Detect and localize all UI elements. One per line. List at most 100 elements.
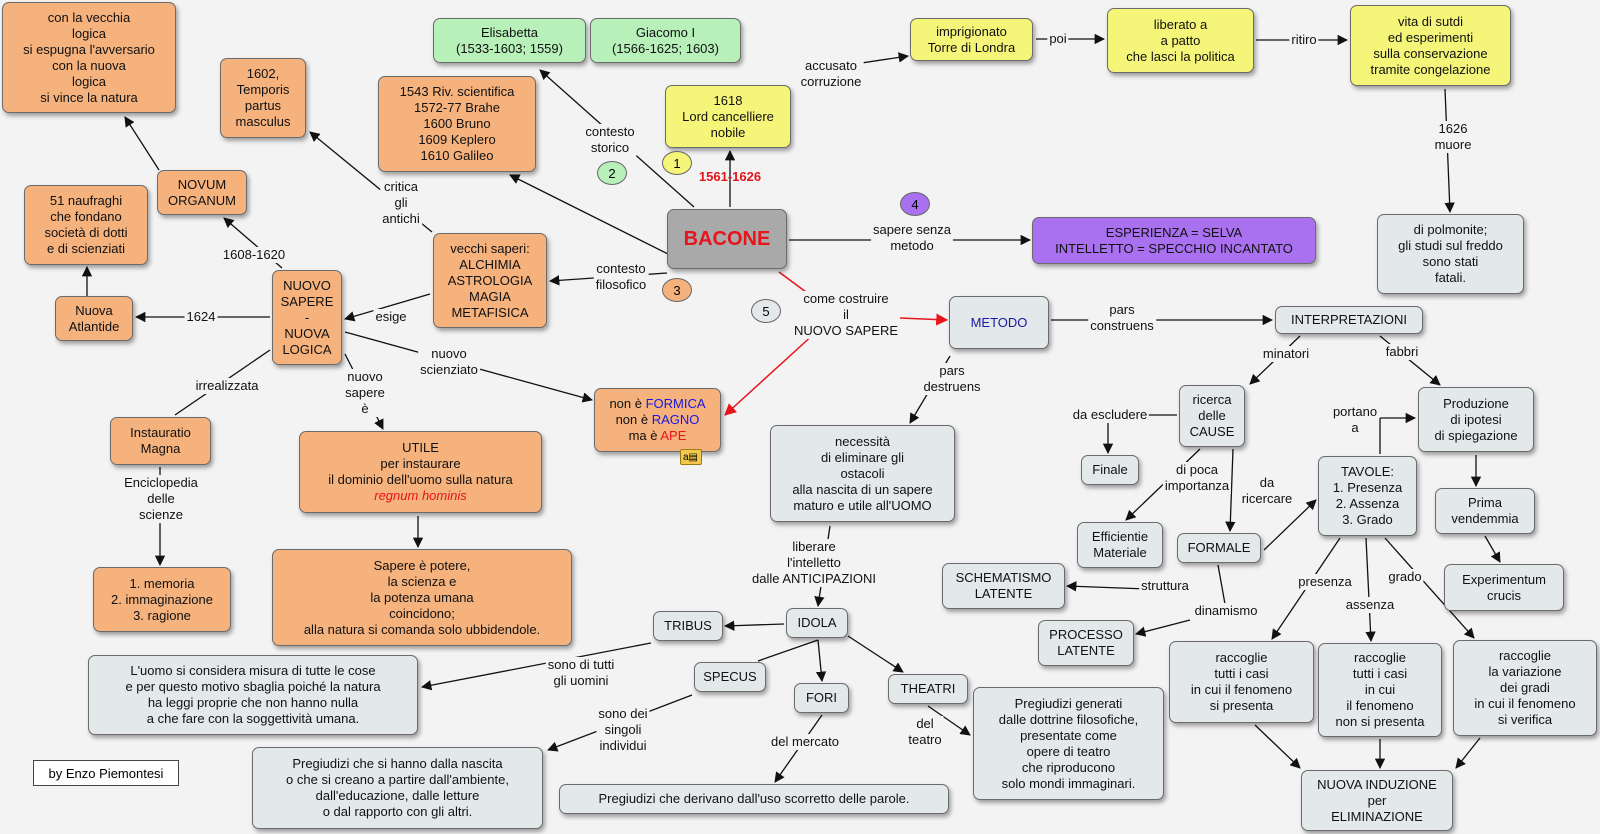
node-vecchia-logica[interactable]: con la vecchia logica si espugna l'avver… <box>2 2 176 113</box>
label-assenza: assenza <box>1343 597 1397 613</box>
label-di-poca-importanza: di poca importanza <box>1162 462 1232 494</box>
author-credit: by Enzo Piemontesi <box>33 760 179 786</box>
node-interpretazioni[interactable]: INTERPRETAZIONI <box>1275 306 1423 334</box>
node-fori[interactable]: FORI <box>794 683 849 713</box>
label-sono-tutti: sono di tutti gli uomini <box>545 657 617 689</box>
label-muore: 1626 muore <box>1432 121 1474 153</box>
label-struttura: struttura <box>1139 578 1191 594</box>
label-critica: critica gli antichi <box>380 179 422 227</box>
label-pars-destruens: pars destruens <box>921 363 983 395</box>
node-grado-casi[interactable]: raccoglie la variazione dei gradi in cui… <box>1453 640 1597 736</box>
label-esige: esige <box>373 309 409 325</box>
arrow-idola-theatri <box>847 635 904 673</box>
arrow-dinamismo-processo <box>1134 619 1191 637</box>
node-temporis-partus[interactable]: 1602, Temporis partus masculus <box>220 58 306 138</box>
node-pregiudizi-dottrine[interactable]: Pregiudizi generati dalle dottrine filos… <box>973 687 1164 800</box>
node-schematismo-latente[interactable]: SCHEMATISMO LATENTE <box>942 563 1065 609</box>
node-processo-latente[interactable]: PROCESSO LATENTE <box>1038 620 1134 666</box>
regnum-hominis-text: regnum hominis <box>374 488 467 503</box>
node-tavole[interactable]: TAVOLE: 1. Presenza 2. Assenza 3. Grado <box>1318 456 1417 536</box>
node-vecchi-saperi[interactable]: vecchi saperi: ALCHIMIA ASTROLOGIA MAGIA… <box>433 233 547 328</box>
node-uomo-misura[interactable]: L'uomo si considera misura di tutte le c… <box>88 655 418 735</box>
label-sapere-senza-metodo: sapere senza metodo <box>870 222 954 254</box>
node-nuova-atlantide[interactable]: Nuova Atlantide <box>55 296 133 341</box>
label-liberare: liberare l'intelletto dalle ANTICIPAZION… <box>749 539 879 587</box>
label-presenza: presenza <box>1296 574 1354 590</box>
node-giacomo-i[interactable]: Giacomo I (1566-1625; 1603) <box>590 18 741 63</box>
node-metodo[interactable]: METODO <box>949 296 1049 349</box>
node-sapere-potere[interactable]: Sapere è potere, la scienza e la potenza… <box>272 549 572 646</box>
arrow-presenza-induzione <box>1254 724 1301 769</box>
arrow-formale-tavole <box>1263 499 1317 551</box>
node-liberato[interactable]: liberato a a patto che lasci la politica <box>1107 8 1254 73</box>
node-efficiente-materiale[interactable]: Efficientie Materiale <box>1077 522 1163 568</box>
arrow-novum-logica <box>124 116 160 171</box>
label-anno-atlantide: 1624 <box>184 309 218 325</box>
node-imprigionato[interactable]: imprigionato Torre di Londra <box>910 18 1033 61</box>
label-dinamismo: dinamismo <box>1192 603 1260 619</box>
node-ricerca-cause[interactable]: ricerca delle CAUSE <box>1179 385 1245 447</box>
badge-2: 2 <box>597 161 627 185</box>
node-produzione-ipotesi[interactable]: Produzione di ipotesi di spiegazione <box>1418 387 1534 452</box>
label-grado: grado <box>1386 569 1424 585</box>
arrow-idola-tribus <box>723 620 785 631</box>
line-dinamismo <box>1217 564 1226 605</box>
node-pregiudizi-parole[interactable]: Pregiudizi che derivano dall'uso scorret… <box>559 784 949 814</box>
node-presenza-casi[interactable]: raccoglie tutti i casi in cui il fenomen… <box>1169 641 1314 723</box>
label-poi: poi <box>1047 31 1069 47</box>
label-del-mercato: del mercato <box>769 734 841 750</box>
node-idola[interactable]: IDOLA <box>786 608 848 638</box>
node-tribus[interactable]: TRIBUS <box>653 611 723 641</box>
arrow-red-come-metodo <box>899 313 949 326</box>
node-elisabetta[interactable]: Elisabetta (1533-1603; 1559) <box>433 18 586 63</box>
node-necessita[interactable]: necessità di eliminare gli ostacoli alla… <box>770 425 955 522</box>
node-pregiudizi-nascita[interactable]: Pregiudizi che si hanno dalla nascita o … <box>252 747 543 829</box>
node-rivoluzione-scientifica[interactable]: 1543 Riv. scientifica 1572-77 Brahe 1600… <box>378 76 536 172</box>
arrow-red-come-ape <box>724 332 816 416</box>
label-minatori: minatori <box>1260 346 1312 362</box>
node-naufraghi[interactable]: 51 naufraghi che fondano società di dott… <box>24 185 148 265</box>
badge-4: 4 <box>900 192 930 216</box>
node-polmonite[interactable]: di polmonite; gli studi sul freddo sono … <box>1377 214 1524 294</box>
label-nuovo-sapere-e: nuovo sapere è <box>343 369 387 417</box>
node-finale[interactable]: Finale <box>1081 455 1139 485</box>
node-memoria-ragione[interactable]: 1. memoria 2. immaginazione 3. ragione <box>93 567 231 632</box>
label-nuovo-scienziato: nuovo scienziato <box>418 346 480 378</box>
node-utile[interactable]: UTILE per instaurare il dominio dell'uom… <box>299 431 542 513</box>
badge-1: 1 <box>662 151 692 175</box>
node-ape[interactable]: non è FORMICA non è RAGNO ma è APE <box>594 388 721 452</box>
node-formale[interactable]: FORMALE <box>1177 533 1261 563</box>
label-anni-organum: 1608-1620 <box>220 247 288 263</box>
arrow-vendemmia-crucis <box>1484 535 1501 563</box>
node-vita-studi[interactable]: vita di sutdi ed esperimenti sulla conse… <box>1350 5 1511 86</box>
label-pars-construens: pars construens <box>1088 302 1156 334</box>
node-instauratio-magna[interactable]: Instauratio Magna <box>110 417 211 465</box>
label-da-escludere: da escludere <box>1070 407 1150 423</box>
ape-line-ragno: non è RAGNO <box>615 412 700 427</box>
label-contesto-filosofico: contesto filosofico <box>593 261 649 293</box>
node-assenza-casi[interactable]: raccoglie tutti i casi in cui il fenomen… <box>1318 643 1442 737</box>
label-enciclopedia: Enciclopedia delle scienze <box>122 475 200 523</box>
node-prima-vendemmia[interactable]: Prima vendemmia <box>1435 488 1535 534</box>
line-idola-specus <box>757 639 819 662</box>
arrow-esige-nuovo <box>344 293 431 322</box>
node-bacone[interactable]: BACONE <box>667 209 787 269</box>
arrow-grado-casi <box>1384 537 1475 639</box>
arrow-filosofico-riv <box>509 174 691 266</box>
badge-3: 3 <box>662 278 692 302</box>
node-nuovo-sapere[interactable]: NUOVO SAPERE - NUOVA LOGICA <box>272 270 342 365</box>
node-theatri[interactable]: THEATRI <box>888 674 968 704</box>
node-esperienza-selva[interactable]: ESPERIENZA = SELVA INTELLETTO = SPECCHIO… <box>1032 217 1316 264</box>
node-novum-organum[interactable]: NOVUM ORGANUM <box>157 170 247 215</box>
label-contesto-storico: contesto storico <box>583 124 637 156</box>
ape-line-ape: ma è APE <box>628 428 687 443</box>
node-nuova-induzione[interactable]: NUOVA INDUZIONE per ELIMINAZIONE <box>1301 770 1453 831</box>
line-red-bacone-come <box>778 271 807 293</box>
arrow-theatri-dottrine <box>927 705 971 736</box>
node-specus[interactable]: SPECUS <box>694 662 766 692</box>
node-lord-cancelliere[interactable]: 1618 Lord cancelliere nobile <box>665 85 791 148</box>
node-experimentum-crucis[interactable]: Experimentum crucis <box>1444 564 1564 611</box>
utile-text: UTILE per instaurare il dominio dell'uom… <box>328 440 513 487</box>
attachment-icon[interactable]: a▤ <box>680 449 702 465</box>
